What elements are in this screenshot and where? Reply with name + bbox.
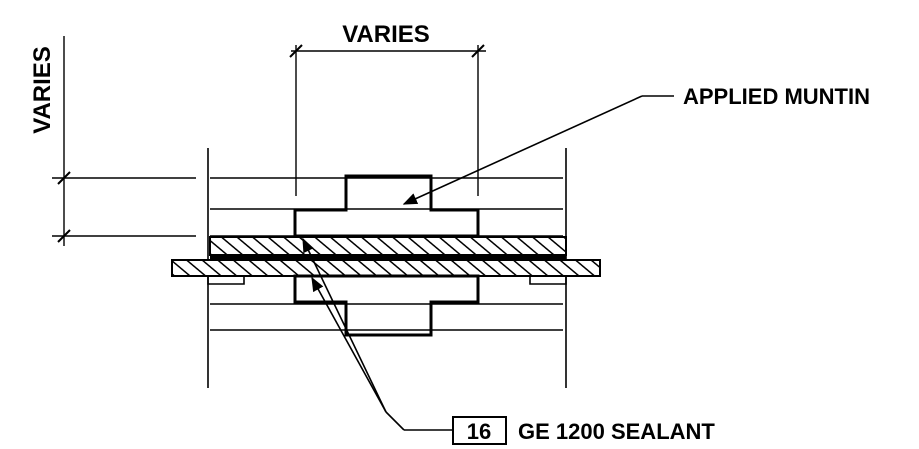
- applied-muntin-bottom: [293, 274, 480, 337]
- muntin-leader: [402, 95, 674, 205]
- glass-layer-upper: [209, 236, 567, 256]
- glass-layer-lower: [171, 259, 601, 277]
- sealant-leaders: [302, 237, 453, 431]
- muntin-label: APPLIED MUNTIN: [683, 84, 870, 109]
- spacer-bar: [210, 255, 566, 260]
- dimension-top: [289, 44, 486, 196]
- applied-muntin-top: [293, 174, 480, 238]
- glazing-stops: [207, 276, 567, 285]
- callout-number: 16: [467, 419, 491, 444]
- callout-box: [452, 416, 507, 445]
- dimension-side: [52, 36, 196, 246]
- sealant-label: GE 1200 SEALANT: [518, 419, 715, 444]
- dimension-top-label: VARIES: [342, 21, 430, 48]
- dimension-side-label: VARIES: [29, 46, 56, 134]
